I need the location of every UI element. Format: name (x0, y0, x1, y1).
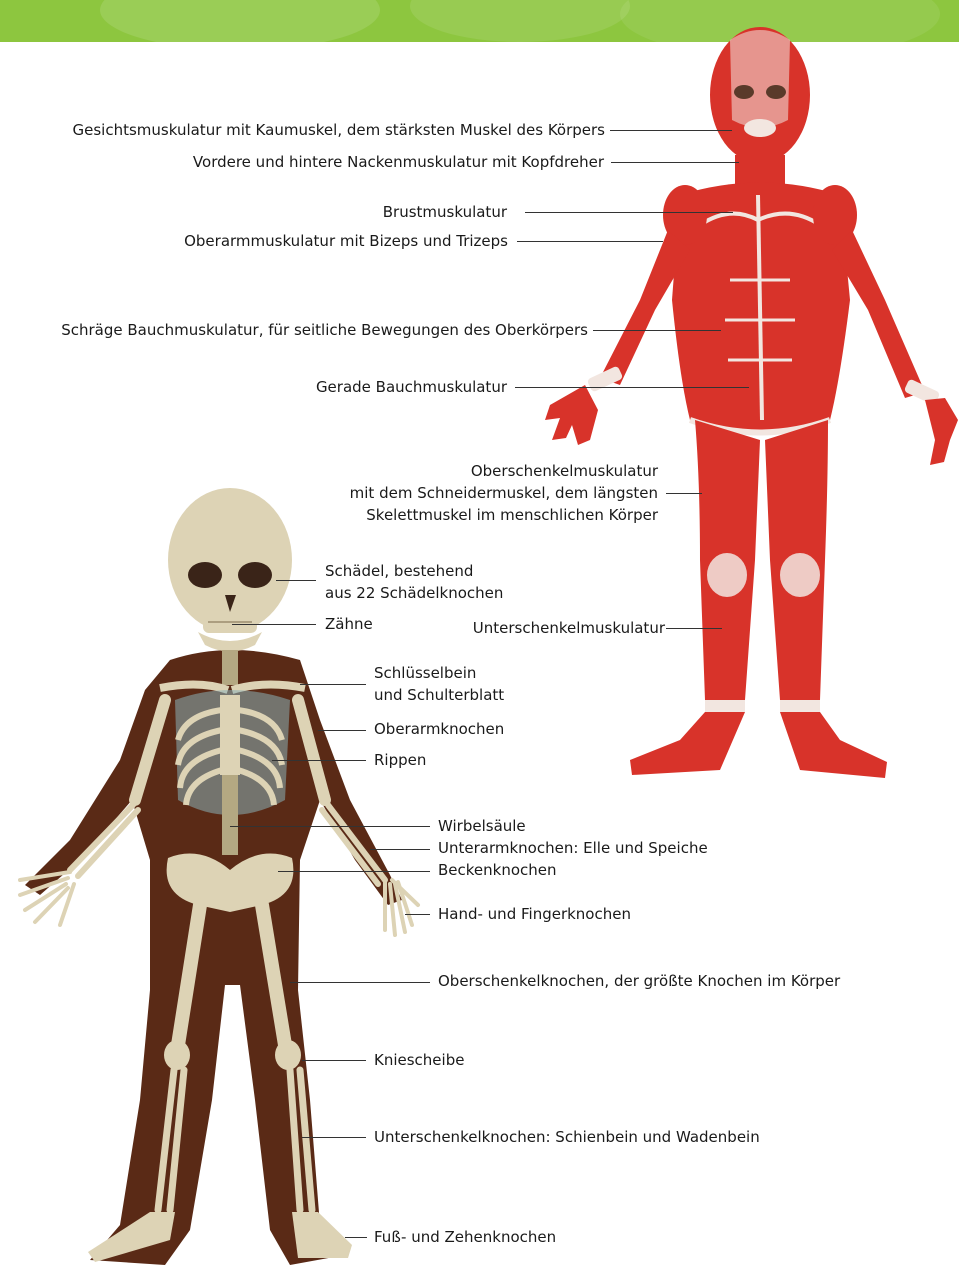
leader-line-kneecap (302, 1060, 366, 1061)
leader-line-oblique (593, 330, 721, 331)
label-oblique-muscles: Schräge Bauchmuskulatur, für seitliche B… (61, 319, 588, 341)
leader-line-spine (230, 826, 430, 827)
leader-line-rectus (515, 387, 749, 388)
leader-line-foot (345, 1237, 367, 1238)
leader-line-face (610, 130, 732, 131)
skeleton-figure-illustration (20, 488, 418, 1265)
leader-line-calf (666, 628, 722, 629)
leader-line-thigh (666, 493, 702, 494)
leader-line-ribs (272, 760, 366, 761)
label-femur: Oberschenkelknochen, der größte Knochen … (438, 970, 840, 992)
leader-line-clavicle (300, 684, 366, 685)
leader-line-teeth (232, 624, 316, 625)
label-kneecap: Kniescheibe (374, 1049, 464, 1071)
label-teeth: Zähne (325, 613, 373, 635)
label-humerus: Oberarmknochen (374, 718, 504, 740)
label-rectus-muscles: Gerade Bauchmuskulatur (316, 376, 507, 398)
label-thigh-muscles-line2: mit dem Schneidermuskel, dem längsten (350, 482, 658, 504)
leader-line-humerus (318, 730, 366, 731)
label-calf-muscles: Unterschenkelmuskulatur (473, 617, 665, 639)
leader-line-pelvis (278, 871, 430, 872)
label-spine: Wirbelsäule (438, 815, 526, 837)
label-clavicle-line1: Schlüsselbein (374, 662, 476, 684)
label-chest-muscles: Brustmuskulatur (383, 201, 507, 223)
leader-line-lower-leg (302, 1137, 366, 1138)
label-pelvis: Beckenknochen (438, 859, 557, 881)
label-thigh-muscles-line1: Oberschenkelmuskulatur (471, 460, 658, 482)
label-foot: Fuß- und Zehenknochen (374, 1226, 556, 1248)
leader-line-skull (276, 580, 316, 581)
label-upper-arm-muscles: Oberarmmuskulatur mit Bizeps und Trizeps (184, 230, 508, 252)
label-skull-line1: Schädel, bestehend (325, 560, 473, 582)
label-face-muscles: Gesichtsmuskulatur mit Kaumuskel, dem st… (73, 119, 606, 141)
muscle-figure-illustration (545, 27, 958, 778)
label-hand: Hand- und Fingerknochen (438, 903, 631, 925)
label-thigh-muscles-line3: Skelettmuskel im menschlichen Körper (366, 504, 658, 526)
label-lower-leg: Unterschenkelknochen: Schienbein und Wad… (374, 1126, 760, 1148)
leader-line-chest (525, 212, 733, 213)
label-clavicle-line2: und Schulterblatt (374, 684, 504, 706)
leader-line-forearm (370, 849, 430, 850)
label-ribs: Rippen (374, 749, 426, 771)
label-neck-muscles: Vordere und hintere Nackenmuskulatur mit… (193, 151, 604, 173)
leader-line-neck (611, 162, 739, 163)
leader-line-femur (290, 982, 430, 983)
label-forearm: Unterarmknochen: Elle und Speiche (438, 837, 708, 859)
label-skull-line2: aus 22 Schädelknochen (325, 582, 503, 604)
leader-line-hand (405, 914, 430, 915)
leader-line-upper-arm (517, 241, 663, 242)
